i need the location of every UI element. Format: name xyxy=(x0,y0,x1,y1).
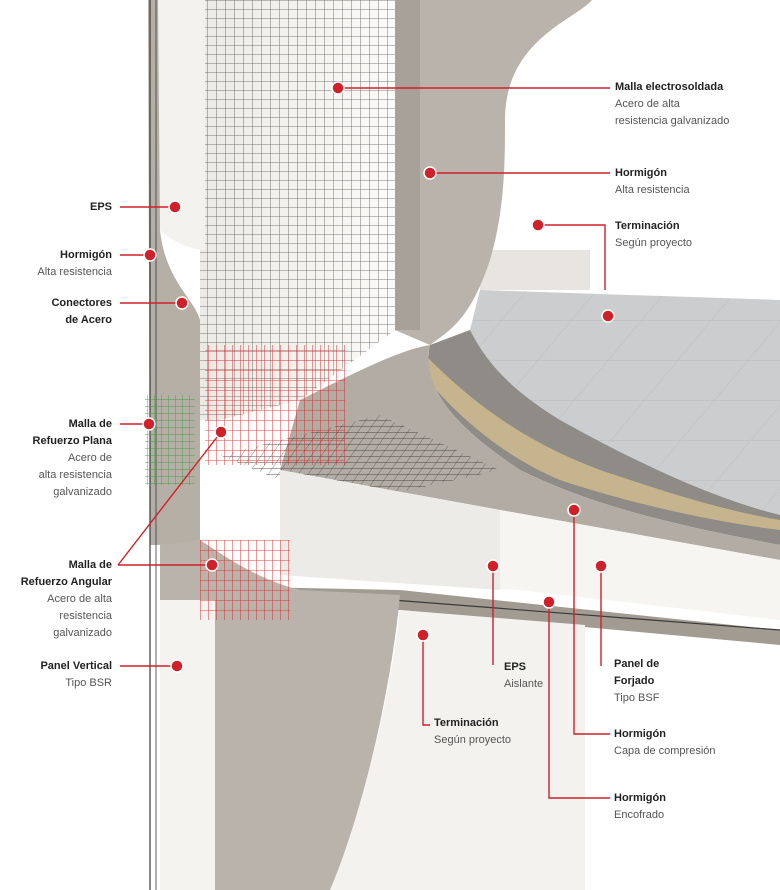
label-sub: Acero de alta xyxy=(47,593,112,605)
label-panel-forjado: Panel de Forjado Tipo BSF xyxy=(614,656,659,707)
label-sub: Alta resistencia xyxy=(37,266,112,278)
label-terminacion-top: Terminación Según proyecto xyxy=(615,218,692,252)
label-sub: Tipo BSF xyxy=(614,692,660,704)
label-sub: Aislante xyxy=(504,678,544,690)
concrete-wall-bottom xyxy=(160,540,400,890)
label-sub: galvanizado xyxy=(53,627,112,639)
label-sub: Según proyecto xyxy=(434,734,512,746)
angular-reinforcement-mesh xyxy=(200,540,290,620)
label-panel-vertical: Panel Vertical Tipo BSR xyxy=(40,658,112,692)
label-eps-left: EPS xyxy=(90,199,112,216)
label-title: Hormigón xyxy=(614,792,666,804)
label-title: Malla de xyxy=(68,559,112,571)
label-sub: Acero de xyxy=(67,452,112,464)
marker-dots xyxy=(142,81,615,673)
label-sub: Capa de compresión xyxy=(614,745,716,757)
floor-compression-layer xyxy=(420,330,780,545)
label-hormigon-left: Hormigón Alta resistencia xyxy=(37,247,112,281)
label-title: EPS xyxy=(89,201,112,213)
marker-hormigon-encofrado xyxy=(542,595,556,609)
eps-vertical-panel xyxy=(200,0,395,420)
flat-reinforcement-mesh xyxy=(145,395,195,485)
marker-eps-left xyxy=(168,200,182,214)
label-title: Panel de xyxy=(614,658,660,670)
label-malla-electrosoldada: Malla electrosoldada Acero de alta resis… xyxy=(615,79,729,130)
label-title: EPS xyxy=(504,661,527,673)
label-hormigon-encofrado: Hormigón Encofrado xyxy=(614,790,666,824)
marker-panel-vertical xyxy=(170,659,184,673)
label-sub: galvanizado xyxy=(53,486,112,498)
label-sub: Encofrado xyxy=(614,809,665,821)
label-title: Terminación xyxy=(615,220,680,232)
marker-hormigon-top xyxy=(423,166,437,180)
label-sub: Según proyecto xyxy=(615,237,693,249)
label-title: Hormigón xyxy=(60,249,112,261)
marker-malla-angular xyxy=(205,558,219,572)
marker-terminacion-top xyxy=(531,218,545,232)
label-terminacion-bottom: Terminación Según proyecto xyxy=(434,715,511,749)
label-hormigon-compresion: Hormigón Capa de compresión xyxy=(614,726,716,760)
label-title: Hormigón xyxy=(615,167,667,179)
label-title: Hormigón xyxy=(614,728,666,740)
label-title: Malla de xyxy=(68,418,112,430)
label-malla-angular: Malla de Refuerzo Angular Acero de alta … xyxy=(21,557,112,642)
floor-tile-finish xyxy=(470,290,780,515)
label-title: Conectores xyxy=(51,297,112,309)
marker-panel-forjado xyxy=(594,559,608,573)
finish-wall-bottom xyxy=(330,610,585,890)
label-title: Panel Vertical xyxy=(40,660,112,672)
label-hormigon-top: Hormigón Alta resistencia xyxy=(615,165,690,199)
label-sub: Acero de alta xyxy=(615,98,680,110)
label-title: Malla electrosoldada xyxy=(615,81,724,93)
marker-conectores xyxy=(175,296,189,310)
label-sub: resistencia galvanizado xyxy=(615,115,730,127)
label-title: Terminación xyxy=(434,717,499,729)
marker-terminacion-bottom xyxy=(416,628,430,642)
label-sub: Tipo BSR xyxy=(65,677,112,689)
marker-malla-plana xyxy=(142,417,156,431)
label-title: Refuerzo Plana xyxy=(32,435,112,447)
label-title: de Acero xyxy=(65,314,112,326)
label-sub: Alta resistencia xyxy=(615,184,690,196)
label-sub: resistencia xyxy=(59,610,112,622)
marker-hormigon-left xyxy=(143,248,157,262)
angular-reinforcement-mesh-upper xyxy=(205,345,345,465)
marker-eps-bottom xyxy=(486,559,500,573)
label-sub: alta resistencia xyxy=(38,469,112,481)
marker-floor-tile xyxy=(601,309,615,323)
label-title: Refuerzo Angular xyxy=(20,576,112,588)
floor-concrete-slab xyxy=(280,345,780,560)
marker-hormigon-compresion xyxy=(567,503,581,517)
eps-floor-panel xyxy=(280,470,780,620)
label-title: Forjado xyxy=(614,675,655,687)
marker-malla-plana-2 xyxy=(214,425,228,439)
marker-malla-electrosoldada xyxy=(331,81,345,95)
label-malla-plana: Malla de Refuerzo Plana Acero de alta re… xyxy=(33,416,112,501)
label-eps-bottom: EPS Aislante xyxy=(504,659,543,693)
label-conectores: Conectores de Acero xyxy=(51,295,112,329)
